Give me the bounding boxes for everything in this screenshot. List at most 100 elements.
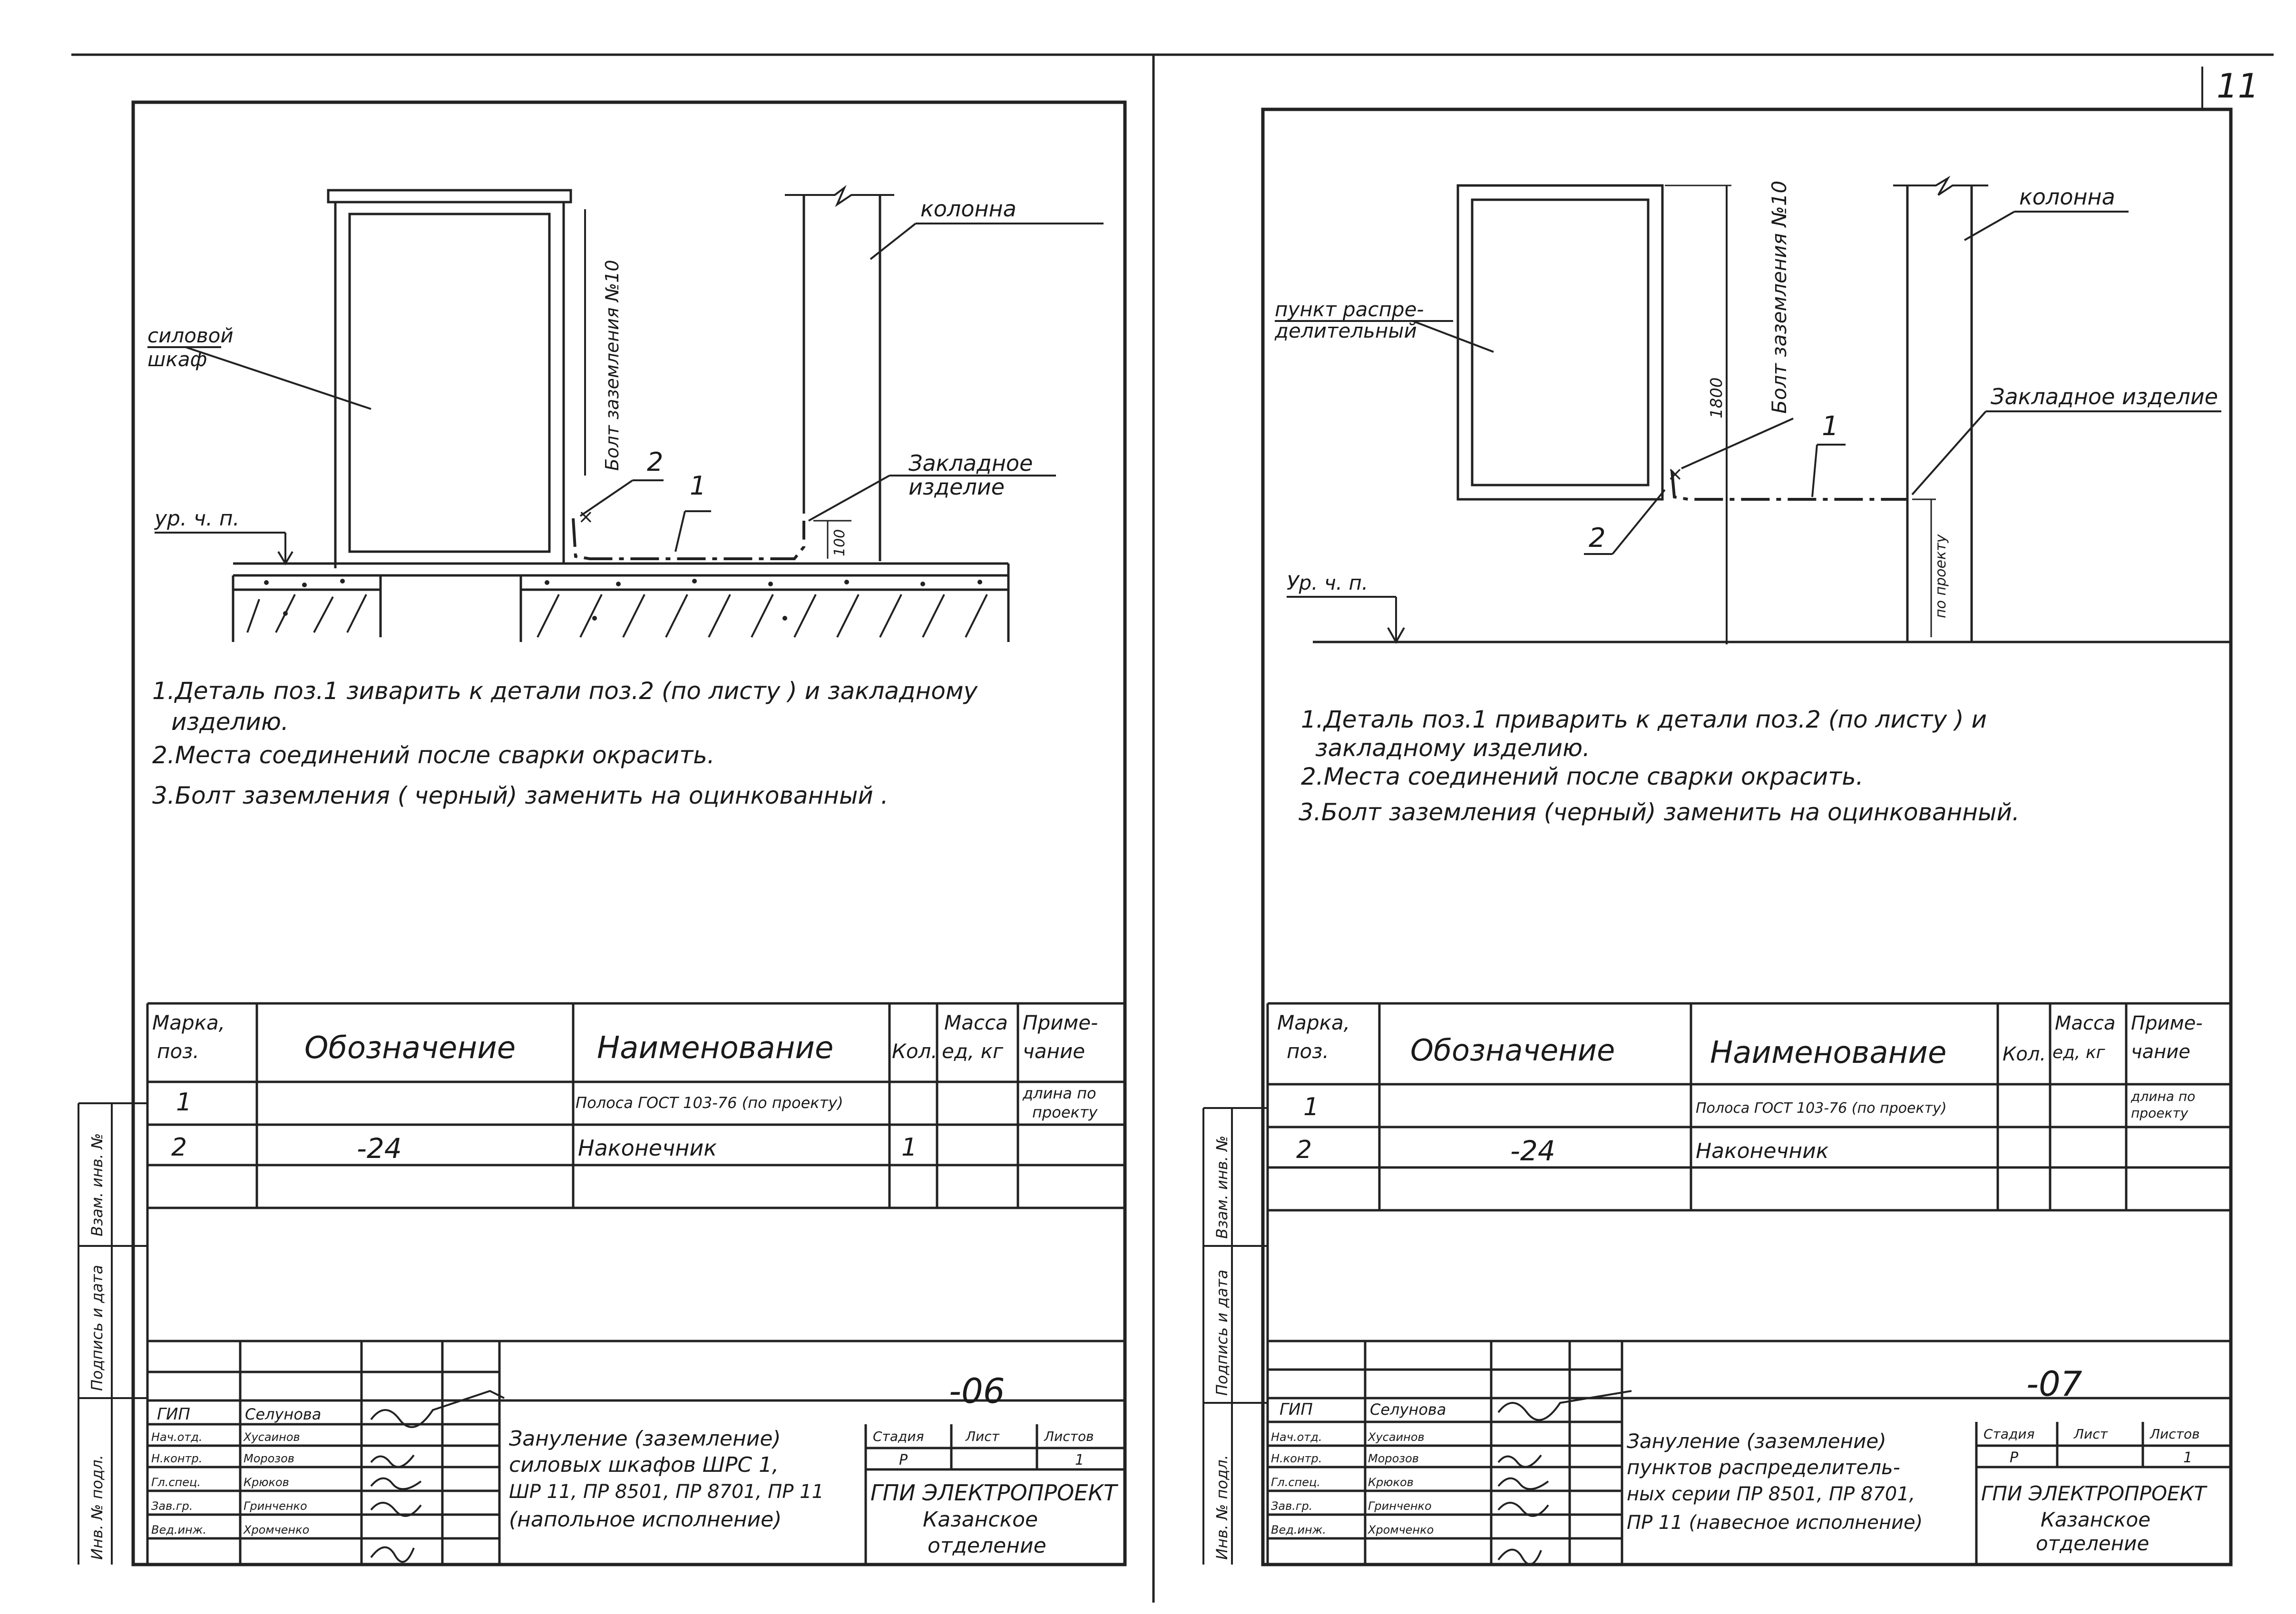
drawing-title-line: силовых шкафов ШРС 1, (509, 1453, 779, 1477)
spec-header-name: Наименование (1710, 1035, 1946, 1070)
column-label: колонна (920, 196, 1016, 222)
spec-header-designation: Обозначение (1410, 1033, 1615, 1068)
spec-row-pos: 2 (1296, 1136, 1312, 1164)
note-line: 2.Места соединений после сварки окрасить… (1301, 763, 1864, 790)
spec-header-mass: Масса (944, 1011, 1008, 1034)
note-line: 1.Деталь поз.1 зиварить к детали поз.2 (… (152, 677, 978, 705)
person-name: Крюков (244, 1476, 289, 1489)
spec-row-pos: 1 (1303, 1093, 1319, 1121)
left-sheet: силовой шкаф колонна Болт заземления №10 (78, 100, 1127, 1566)
role-label: Гл.спец. (151, 1476, 201, 1489)
spec-header-designation: Обозначение (304, 1031, 516, 1066)
side-stamp-sign: Подпись и дата (1213, 1270, 1231, 1396)
spec-table (1266, 1002, 2231, 1565)
column (1893, 175, 1988, 642)
dimension-100: 100 (831, 529, 848, 556)
person-name: Селунова (245, 1405, 321, 1423)
note-line: 3.Болт заземления ( черный) заменить на … (152, 782, 889, 809)
person-name: Селунова (1370, 1400, 1446, 1419)
column-label: колонна (2019, 184, 2115, 210)
role-label: Вед.инж. (151, 1523, 206, 1536)
spec-row-note: проекту (2131, 1105, 2189, 1121)
stage-header: Стадия (873, 1429, 924, 1444)
role-label: Зав.гр. (151, 1499, 193, 1513)
title-roles: ГИП Нач.отд. Н.контр. Гл.спец. Зав.гр. В… (1271, 1400, 1446, 1536)
floor-section (232, 562, 1010, 642)
person-name: Хусаинов (243, 1430, 300, 1444)
spec-header-pos: поз. (157, 1040, 199, 1063)
note-line: 2.Места соединений после сварки окрасить… (152, 741, 715, 769)
spec-table (146, 1002, 1125, 1565)
spec-header-note-2: чание (1023, 1040, 1085, 1063)
person-name: Гринченко (1368, 1499, 1432, 1513)
spec-header-mark: Марка, (1277, 1011, 1350, 1034)
power-cabinet (327, 189, 572, 568)
spec-header-mark: Марка, (152, 1011, 225, 1034)
distribution-label-1: пункт распре- (1275, 298, 1424, 321)
bolt-label: Болт заземления №10 (602, 260, 623, 471)
drawing-title-line: Зануление (заземление) (509, 1427, 781, 1451)
dimension-per-project: по проекту (1933, 534, 1949, 618)
spec-header-note: Приме- (2131, 1012, 2203, 1034)
embedded-part-label: Закладное изделие (1991, 384, 2218, 409)
svg-text:×: × (1667, 463, 1683, 485)
cabinet-label-1: силовой (147, 324, 234, 347)
person-name: Гринченко (244, 1499, 307, 1513)
floor-level-label: Ур. ч. п. (1287, 571, 1368, 594)
signatures (1497, 1390, 1632, 1565)
spec-row-qty: 1 (901, 1133, 917, 1162)
note-line: закладному изделию. (1315, 734, 1590, 762)
side-stamp-replace: Взам. инв. № (1213, 1136, 1231, 1239)
spec-header-note-2: чание (2131, 1041, 2190, 1063)
title-block (147, 1340, 1125, 1565)
spec-row-name: Наконечник (578, 1135, 717, 1161)
drawing-title-line: (напольное исполнение) (509, 1507, 782, 1532)
distribution-label-2: делительный (1274, 319, 1417, 342)
stage-value: Р (2010, 1449, 2019, 1466)
organization-branch: Казанское (923, 1507, 1038, 1532)
grounding-strip: × (572, 506, 805, 560)
position-1-label: 1 (690, 471, 706, 501)
spec-header-name: Наименование (597, 1031, 833, 1066)
drawing-code: -07 (2026, 1364, 2082, 1404)
organization-name: ГПИ ЭЛЕКТРОПРОЕКТ (1981, 1482, 2208, 1505)
role-label: ГИП (157, 1405, 190, 1424)
role-label: Гл.спец. (1271, 1476, 1320, 1489)
person-name: Хромченко (243, 1523, 309, 1536)
spec-row-name: Полоса ГОСТ 103-76 (по проекту) (576, 1094, 843, 1112)
role-label: ГИП (1280, 1400, 1313, 1419)
right-sheet: пункт распре- делительный колонна Болт з… (1202, 107, 2233, 1566)
embedded-part-label-2: изделие (909, 474, 1005, 500)
spec-header-note: Приме- (1023, 1011, 1098, 1034)
spec-header-qty: Кол. (892, 1040, 938, 1063)
drawing-title-line: пунктов распределитель- (1627, 1456, 1900, 1479)
sheets-value: 1 (2183, 1449, 2192, 1466)
stage-value: Р (899, 1452, 908, 1468)
spec-header-pos: поз. (1287, 1040, 1329, 1063)
notes: 1.Деталь поз.1 приварить к детали поз.2 … (1299, 706, 2020, 826)
spec-row-pos: 1 (176, 1088, 192, 1117)
spec-header-mass: Масса (2055, 1012, 2116, 1034)
drawing-code: -06 (949, 1371, 1005, 1411)
role-label: Нач.отд. (1271, 1430, 1322, 1444)
dimension-1800: 1800 (1707, 377, 1726, 418)
notes: 1.Деталь поз.1 зиварить к детали поз.2 (… (152, 677, 978, 809)
spec-row-designation: -24 (1510, 1135, 1555, 1167)
drawing-title-line: Зануление (заземление) (1627, 1429, 1886, 1453)
organization-branch: Казанское (2041, 1508, 2150, 1531)
side-stamp-replace: Взам. инв. № (88, 1133, 106, 1236)
spec-row-note: длина по (1022, 1084, 1096, 1102)
title-roles: ГИП Нач.отд. Н.контр. Гл.спец. Зав.гр. В… (151, 1405, 321, 1536)
spec-header-qty: Кол. (2003, 1043, 2046, 1065)
side-stamp-sign: Подпись и дата (88, 1265, 106, 1391)
spec-row-name: Полоса ГОСТ 103-76 (по проекту) (1696, 1100, 1947, 1117)
sheet-header: Лист (2073, 1426, 2108, 1442)
side-stamp-inv: Инв. № подл. (1213, 1455, 1231, 1560)
spec-row-name: Наконечник (1696, 1139, 1829, 1163)
grounding-strip: × (1667, 463, 1907, 501)
note-line: 3.Болт заземления (черный) заменить на о… (1299, 798, 2020, 826)
organization-branch-2: отделение (928, 1534, 1046, 1558)
sheets-header: Листов (2149, 1426, 2200, 1442)
drawing-title-line: ных серии ПР 8501, ПР 8701, (1627, 1483, 1915, 1505)
